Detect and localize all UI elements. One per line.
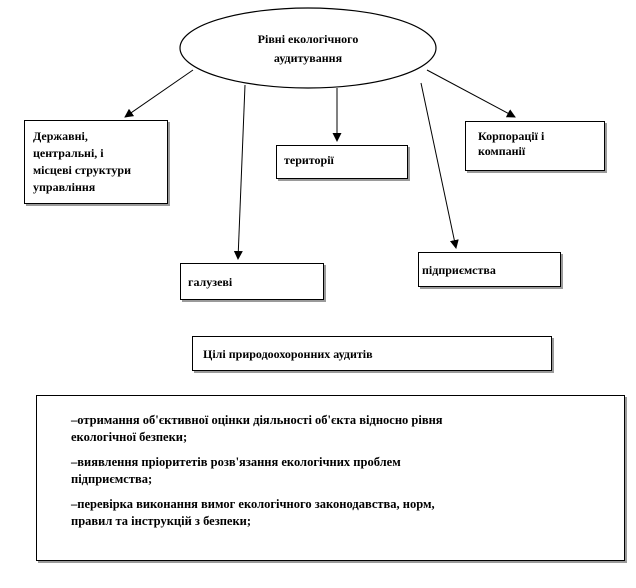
- goal-item-line2: правил та інструкцій з безпеки;: [71, 514, 252, 528]
- state-structures-line2: центральні, і: [33, 146, 104, 160]
- state-structures-line1: Державні,: [33, 129, 88, 143]
- branches-box: галузеві: [180, 263, 324, 300]
- root-label-line2: аудитування: [273, 51, 343, 65]
- goals-title-box: Цілі природоохоронних аудитів: [192, 336, 552, 371]
- corporations-line2: компанії: [478, 144, 526, 158]
- arrow-to-corporations: [426, 69, 516, 118]
- root-label: Рівні екологічного аудитування: [238, 30, 378, 68]
- enterprises-box: підприємства: [418, 252, 561, 287]
- goals-title: Цілі природоохоронних аудитів: [203, 347, 373, 361]
- enterprises-label: підприємства: [422, 263, 496, 277]
- corporations-line1: Корпорації і: [478, 129, 545, 143]
- arrow-to-enterprises: [420, 82, 459, 249]
- state-structures-line3: місцеві структури: [33, 163, 132, 177]
- goal-item: –перевірка виконання вимог екологічного …: [71, 496, 624, 530]
- territories-label: території: [284, 153, 334, 167]
- state-structures-box: Державні, центральні, і місцеві структур…: [24, 120, 168, 204]
- root-label-line1: Рівні екологічного: [257, 32, 359, 46]
- goal-item: –виявлення пріоритетів розв'язання еколо…: [71, 454, 624, 488]
- goal-item-line2: екологічної безпеки;: [71, 430, 188, 444]
- corporations-box: Корпорації і компанії: [465, 121, 605, 171]
- arrow-to-state: [124, 69, 194, 118]
- goal-item-line2: підприємства;: [71, 472, 153, 486]
- state-structures-line4: управління: [33, 180, 96, 194]
- territories-box: території: [276, 145, 408, 179]
- goal-item-line1: –виявлення пріоритетів розв'язання еколо…: [71, 455, 401, 469]
- goal-item: –отримання об'єктивної оцінки діяльності…: [71, 412, 624, 446]
- goal-item-line1: –перевірка виконання вимог екологічного …: [71, 497, 435, 511]
- branches-label: галузеві: [188, 275, 233, 289]
- goals-list-box: –отримання об'єктивної оцінки діяльності…: [36, 395, 625, 561]
- goal-item-line1: –отримання об'єктивної оцінки діяльності…: [71, 413, 443, 427]
- arrow-to-branches: [233, 84, 246, 260]
